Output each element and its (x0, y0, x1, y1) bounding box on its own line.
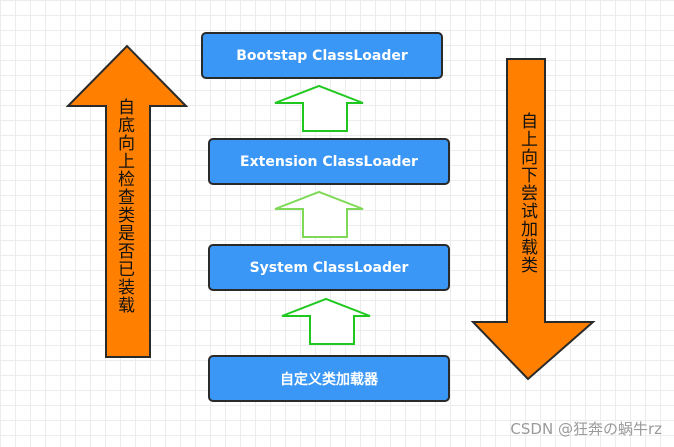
green-up-arrow-2 (274, 190, 364, 238)
system-classloader-label: System ClassLoader (249, 259, 409, 276)
green-up-arrow-1 (274, 84, 364, 132)
bootstrap-classloader-box: Bootstap ClassLoader (201, 32, 443, 79)
bootstrap-classloader-label: Bootstap ClassLoader (236, 47, 408, 64)
extension-classloader-label: Extension ClassLoader (240, 153, 418, 170)
custom-classloader-label: 自定义类加载器 (280, 371, 378, 388)
bottom-up-label: 自底向上检查类是否已装载 (114, 98, 134, 314)
custom-classloader-box: 自定义类加载器 (208, 355, 450, 402)
extension-classloader-box: Extension ClassLoader (208, 138, 450, 185)
system-classloader-box: System ClassLoader (208, 244, 450, 291)
green-up-arrow-3 (281, 297, 371, 345)
top-down-arrow (470, 58, 596, 381)
watermark: CSDN @狂奔の蜗牛rz (510, 420, 662, 438)
bottom-up-arrow (65, 44, 189, 358)
top-down-label: 自上向下尝试加载类 (517, 112, 537, 274)
